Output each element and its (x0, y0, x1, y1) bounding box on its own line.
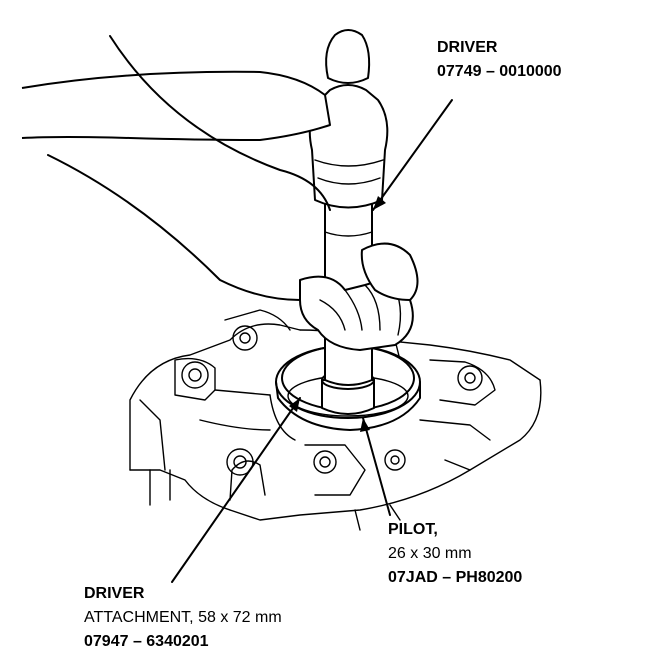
bolt-boss-icon (226, 448, 254, 476)
leader-lines (171, 99, 453, 583)
arrowhead-icon (373, 196, 386, 210)
label-pilot: PILOT, 26 x 30 mm 07JAD – PH80200 (388, 521, 522, 586)
leader-attachment (171, 397, 301, 583)
label-pilot-name: PILOT, (388, 521, 438, 538)
label-attachment-size: ATTACHMENT, 58 x 72 mm (84, 609, 282, 626)
label-attachment-name: DRIVER (84, 585, 145, 602)
label-driver-part-number: 07749 – 0010000 (437, 63, 562, 80)
label-pilot-part-number: 07JAD – PH80200 (388, 569, 522, 586)
bolt-boss-icon (384, 449, 406, 471)
arrowhead-icon (289, 398, 300, 412)
label-driver: DRIVER 07749 – 0010000 (437, 39, 562, 80)
label-pilot-size: 26 x 30 mm (388, 545, 472, 562)
arrowhead-icon (360, 418, 370, 432)
label-attachment-part-number: 07947 – 6340201 (84, 633, 209, 650)
label-attachment: DRIVER ATTACHMENT, 58 x 72 mm 07947 – 63… (84, 585, 282, 650)
bolt-boss-icon (457, 365, 483, 391)
hammer-arm (21, 35, 419, 351)
leader-pilot (362, 417, 391, 516)
label-driver-name: DRIVER (437, 39, 498, 56)
leader-driver (372, 99, 453, 211)
bolt-boss-icon (232, 325, 258, 351)
pilot (321, 370, 375, 415)
bolt-boss-icon (181, 361, 209, 389)
bolt-boss-icon (313, 450, 337, 474)
